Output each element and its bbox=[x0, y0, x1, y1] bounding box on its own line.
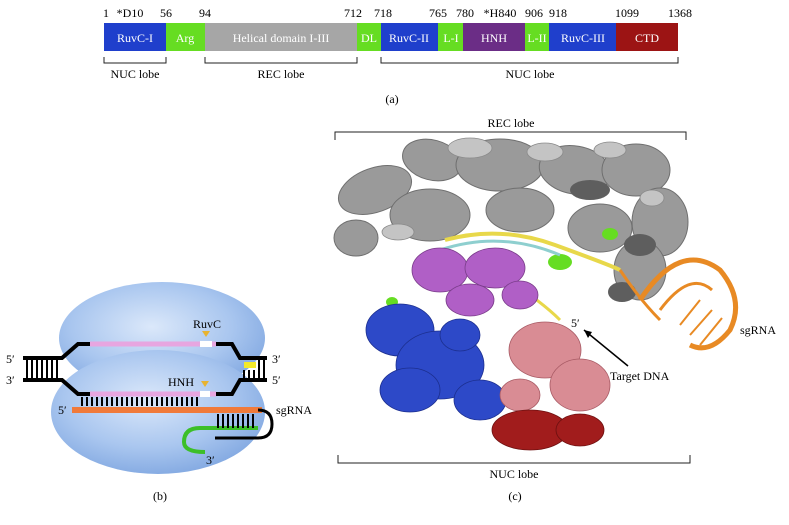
domain-label: HNH bbox=[481, 31, 507, 45]
dna-right-duplex bbox=[216, 342, 267, 396]
domain-label: L-II bbox=[527, 31, 546, 45]
domain-label: Helical domain I-III bbox=[233, 31, 330, 45]
domain-ctd bbox=[616, 23, 678, 51]
target-dna-label: Target DNA bbox=[610, 369, 670, 383]
target-dna-arrowhead bbox=[584, 330, 592, 338]
target-dna-pointer bbox=[583, 329, 629, 367]
position-label: 1 bbox=[103, 6, 109, 20]
caption-c: (c) bbox=[508, 489, 521, 503]
lobe-label-rec: REC lobe bbox=[258, 67, 305, 81]
domain-label: L-I bbox=[443, 31, 458, 45]
sgrna-label-c: sgRNA bbox=[740, 323, 776, 337]
rec-lobe-bracket bbox=[334, 131, 687, 140]
position-label: 56 bbox=[160, 6, 172, 20]
hnh-marker bbox=[201, 381, 209, 387]
panel-a-domain-map: 1 *D10 56 94 712 718 765 780 *H840 906 9… bbox=[103, 6, 692, 106]
position-label: 906 bbox=[525, 6, 543, 20]
domain-label: RuvC-II bbox=[389, 31, 429, 45]
nuc-lobe-bracket bbox=[337, 455, 691, 464]
domain-label: RuvC-III bbox=[561, 31, 605, 45]
lobe-label-nuc-left: NUC lobe bbox=[111, 67, 160, 81]
domain-label: DL bbox=[361, 31, 377, 45]
three-prime-sgrna: 3′ bbox=[206, 453, 215, 467]
ruvc-marker bbox=[202, 331, 210, 337]
position-label: 918 bbox=[549, 6, 567, 20]
domain-label: RuvC-I bbox=[117, 31, 153, 45]
caption-a: (a) bbox=[385, 92, 398, 106]
dna-left-duplex bbox=[23, 342, 90, 396]
rec-lobe-label: REC lobe bbox=[488, 116, 535, 130]
domain-arg bbox=[166, 23, 205, 51]
position-label: 94 bbox=[199, 6, 211, 20]
domain-ruvc-ii bbox=[381, 23, 438, 51]
ruvc-label: RuvC bbox=[193, 317, 221, 331]
domain-l-ii bbox=[525, 23, 549, 51]
hnh-cut-site bbox=[200, 391, 210, 397]
position-label: *H840 bbox=[484, 6, 517, 20]
position-label: 780 bbox=[456, 6, 474, 20]
lobe-brackets bbox=[103, 57, 679, 64]
three-prime-right-top: 3′ bbox=[272, 352, 281, 366]
domain-bar: RuvC-I Arg Helical domain I-III DL RuvC-… bbox=[104, 23, 678, 51]
domain-hnh bbox=[463, 23, 525, 51]
position-labels: 1 *D10 56 94 712 718 765 780 *H840 906 9… bbox=[103, 6, 692, 20]
panel-c-structure: REC lobe bbox=[333, 116, 776, 503]
three-prime-left-bottom: 3′ bbox=[6, 373, 15, 387]
position-label: 1368 bbox=[668, 6, 692, 20]
sgrna-hairpin bbox=[215, 408, 274, 440]
five-prime-label-c: 5′ bbox=[571, 316, 580, 330]
domain-helical bbox=[205, 23, 357, 51]
bracket-nuc-right bbox=[380, 57, 679, 64]
position-label: *D10 bbox=[117, 6, 144, 20]
five-prime-left-top: 5′ bbox=[6, 352, 15, 366]
position-label: 718 bbox=[374, 6, 392, 20]
bracket-rec bbox=[204, 57, 358, 64]
lobe-label-nuc-right: NUC lobe bbox=[506, 67, 555, 81]
hnh-label: HNH bbox=[168, 375, 194, 389]
position-label: 712 bbox=[344, 6, 362, 20]
ruvc-cut-site bbox=[200, 341, 212, 347]
sgrna-tail bbox=[181, 426, 258, 454]
five-prime-right-bottom: 5′ bbox=[272, 373, 281, 387]
sgrna-stem-pairs bbox=[217, 414, 254, 428]
position-label: 1099 bbox=[615, 6, 639, 20]
protein-structure-art bbox=[333, 137, 739, 451]
panel-b-schematic: 5′ 3′ RuvC 3′ 5′ HNH bbox=[6, 282, 312, 503]
domain-l-i bbox=[438, 23, 463, 51]
nuc-lobe-label: NUC lobe bbox=[490, 467, 539, 481]
domain-ruvc-i bbox=[104, 23, 166, 51]
five-prime-sgrna: 5′ bbox=[58, 403, 67, 417]
domain-label: CTD bbox=[635, 31, 659, 45]
sgrna-label-b: sgRNA bbox=[276, 403, 312, 417]
domain-label: Arg bbox=[176, 31, 194, 45]
bracket-nuc-left bbox=[103, 57, 167, 64]
domain-ruvc-iii bbox=[549, 23, 616, 51]
position-label: 765 bbox=[429, 6, 447, 20]
rna-dna-pairing bbox=[81, 397, 198, 406]
domain-dl bbox=[357, 23, 381, 51]
caption-b: (b) bbox=[153, 489, 167, 503]
